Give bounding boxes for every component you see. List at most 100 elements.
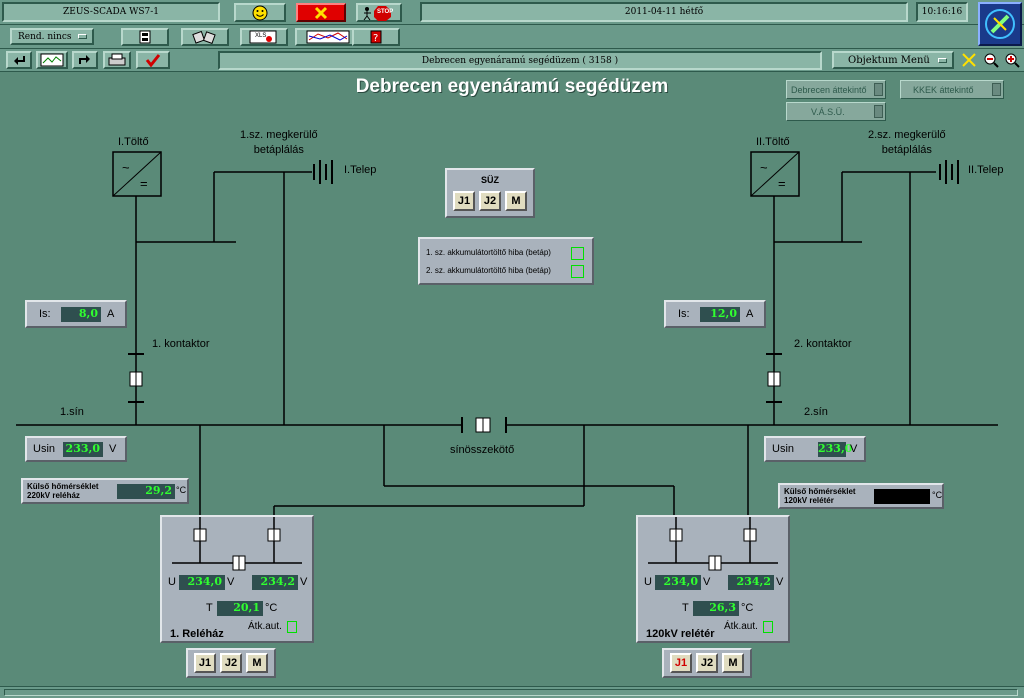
time-field: 10:16:16 (916, 2, 968, 22)
suz-j1-button[interactable]: J1 (453, 191, 475, 211)
fit-arrows-icon (962, 53, 976, 67)
relay-yard-auto-indicator (763, 621, 773, 633)
back-arrow-icon (14, 56, 25, 65)
relay-yard-temperature: 26,3 (693, 601, 739, 616)
current-2-meter: Is: 12,0 A (664, 300, 766, 328)
current-2-value: 12,0 (700, 307, 740, 322)
charger-1-label: I.Töltő (118, 136, 149, 148)
zoom-out-button[interactable] (982, 51, 1000, 69)
relay-yard-t-unit: °C (741, 602, 754, 614)
render-dropdown[interactable]: Rend. nincs (10, 28, 94, 45)
svg-text:?: ? (373, 33, 378, 44)
relay-house-1-voltage-1: 234,0 (179, 575, 225, 590)
charger-2-ac-symbol: ~ (760, 160, 768, 175)
relay-house-1-m-button[interactable]: M (246, 653, 268, 673)
print-button[interactable] (103, 51, 131, 69)
charger-2-label: II.Töltő (756, 136, 790, 148)
relay-house-1-v-unit-1: V (227, 576, 235, 588)
zoom-in-button[interactable] (1003, 51, 1021, 69)
smiley-icon (252, 5, 268, 20)
suz-title: SÜZ (481, 175, 499, 185)
help-button[interactable]: ? (352, 28, 400, 46)
outdoor-temp-1-unit: °C (176, 485, 187, 495)
status-bar: ZEUS-SCADA WS7-1 STOP 2011-04-11 hétfő 1… (0, 0, 1024, 25)
relay-yard-v-unit-1: V (703, 576, 711, 588)
relay-yard-u-label: U (644, 576, 652, 588)
relay-yard-j1-button[interactable]: J1 (670, 653, 692, 673)
current-1-meter: Is: 8,0 A (25, 300, 127, 328)
battery-2-label: II.Telep (968, 164, 1004, 176)
relay-yard-m-button[interactable]: M (722, 653, 744, 673)
suz-panel: SÜZ J1 J2 M (445, 168, 535, 218)
dropdown-icon (938, 58, 947, 63)
suz-m-button[interactable]: M (505, 191, 527, 211)
object-menu-dropdown[interactable]: Objektum Menü (832, 51, 954, 69)
render-label: Rend. nincs (18, 31, 72, 42)
relay-yard-t-label: T (682, 602, 689, 614)
relay-house-1-t-label: T (206, 602, 213, 614)
relay-yard-v-unit-2: V (776, 576, 784, 588)
xls-icon (249, 30, 277, 44)
debrecen-overview-button[interactable]: Debrecen áttekintő (786, 80, 886, 99)
contactor-2-symbol (766, 353, 782, 403)
outdoor-temp-2-value (874, 489, 930, 504)
smiley-button[interactable] (234, 3, 286, 22)
relay-yard-j2-button[interactable]: J2 (696, 653, 718, 673)
alarm-2-text: 2. sz. akkumulátortöltő hiba (betáp) (426, 266, 551, 275)
fit-zoom-button[interactable] (960, 51, 978, 69)
bus-coupler-symbol (461, 417, 507, 433)
busbar-1-voltage-unit: V (109, 443, 117, 455)
contactor-1-label: 1. kontaktor (152, 338, 210, 350)
outdoor-temp-1-label: Külső hőmérséklet (27, 482, 99, 491)
battery-2-icon (939, 160, 959, 184)
back-button[interactable] (6, 51, 32, 69)
outdoor-temp-2-label: Külső hőmérséklet (784, 487, 856, 496)
current-1-unit: A (107, 308, 115, 320)
cross-icon (314, 6, 328, 19)
outdoor-temp-2-unit: °C (932, 490, 943, 500)
outdoor-temp-1-location: 220kV reléház (27, 491, 80, 500)
current-1-label: Is: (39, 308, 51, 320)
print-preview-button[interactable] (181, 28, 229, 46)
charger-1-ac-symbol: ~ (122, 160, 130, 175)
relay-house-1-j2-button[interactable]: J2 (220, 653, 242, 673)
trend-button[interactable] (295, 28, 361, 46)
vasu-button[interactable]: V.Á.S.Ü. (786, 102, 886, 121)
relay-house-1-v-unit-2: V (300, 576, 308, 588)
overview-map-icon (40, 53, 64, 67)
zoom-in-icon (1005, 53, 1020, 68)
horizontal-scrollbar[interactable] (0, 686, 1024, 698)
relay-house-1-auto-indicator (287, 621, 297, 633)
suz-j2-button[interactable]: J2 (479, 191, 501, 211)
zeus-logo (978, 2, 1022, 46)
forward-button[interactable] (72, 51, 98, 69)
current-1-value: 8,0 (61, 307, 101, 322)
busbar-2-voltage-meter: Usin 233,0 V (764, 436, 866, 462)
current-2-unit: A (746, 308, 754, 320)
xls-export-button[interactable]: XLS (240, 28, 288, 46)
charger-2-dc-symbol: = (778, 176, 786, 191)
relay-yard-auto-label: Átk.aut. (724, 621, 758, 632)
scrollbar-track[interactable] (4, 689, 1018, 696)
documents-icon (192, 30, 216, 44)
kkek-overview-label: KKEK áttekintő (913, 84, 974, 95)
outdoor-temp-2-panel: Külső hőmérséklet 120kV relétér °C (778, 483, 944, 509)
busbar-2-voltage-unit: V (850, 443, 858, 455)
film-button[interactable] (121, 28, 169, 46)
busbar-1-voltage-label: Usin (33, 443, 56, 455)
page-name-field: Debrecen egyenáramú segédüzem ( 3158 ) (218, 51, 822, 70)
charger-1-box (112, 151, 162, 197)
zoom-out-icon (984, 53, 999, 68)
trend-chart-icon (306, 30, 350, 44)
overview-button[interactable] (36, 51, 68, 69)
stop-button[interactable]: STOP (356, 3, 402, 22)
outdoor-temp-2-location: 120kV relétér (784, 496, 834, 505)
relay-yard-title: 120kV relétér (646, 628, 715, 640)
relay-house-1-j1-button[interactable]: J1 (194, 653, 216, 673)
acknowledge-button[interactable] (136, 51, 170, 69)
outdoor-temp-1-panel: Külső hőmérséklet 220kV reléház 29,2 °C (21, 478, 189, 504)
xls-label: XLS (255, 33, 267, 39)
kkek-overview-button[interactable]: KKEK áttekintő (900, 80, 1004, 99)
help-book-icon: ? (370, 30, 382, 44)
alarm-ack-button[interactable] (296, 3, 346, 22)
